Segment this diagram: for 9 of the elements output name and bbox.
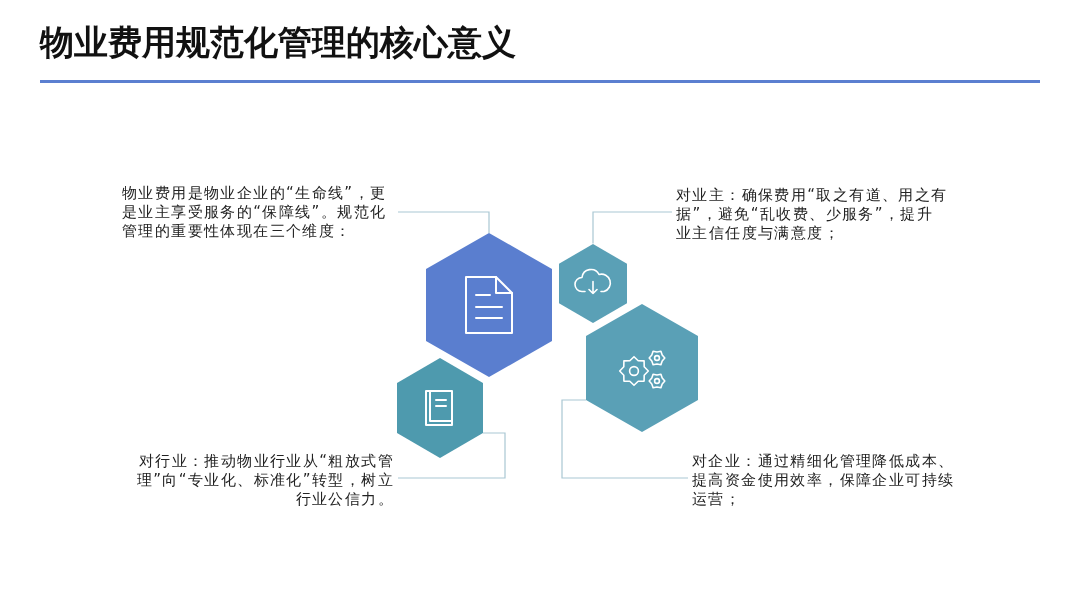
page-title: 物业费用规范化管理的核心意义 (40, 21, 516, 64)
description-text: 对企业：通过精细化管理降低成本、提高资金使用效率，保障企业可持续运营； (692, 452, 964, 509)
leader-line (592, 211, 673, 245)
leader-line (397, 211, 490, 234)
description-text: 对行业：推动物业行业从“粗放式管理”向“专业化、标准化”转型，树立行业公信力。 (122, 452, 394, 509)
leader-line (397, 432, 506, 479)
description-text: 对业主：确保费用“取之有道、用之有据”，避免“乱收费、少服务”，提升业主信任度与满意度； (676, 186, 948, 243)
leader-line (561, 399, 689, 479)
description-text: 物业费用是物业企业的“生命线”，更是业主享受服务的“保障线”。规范化管理的重要性体现在三个维度： (122, 184, 394, 241)
